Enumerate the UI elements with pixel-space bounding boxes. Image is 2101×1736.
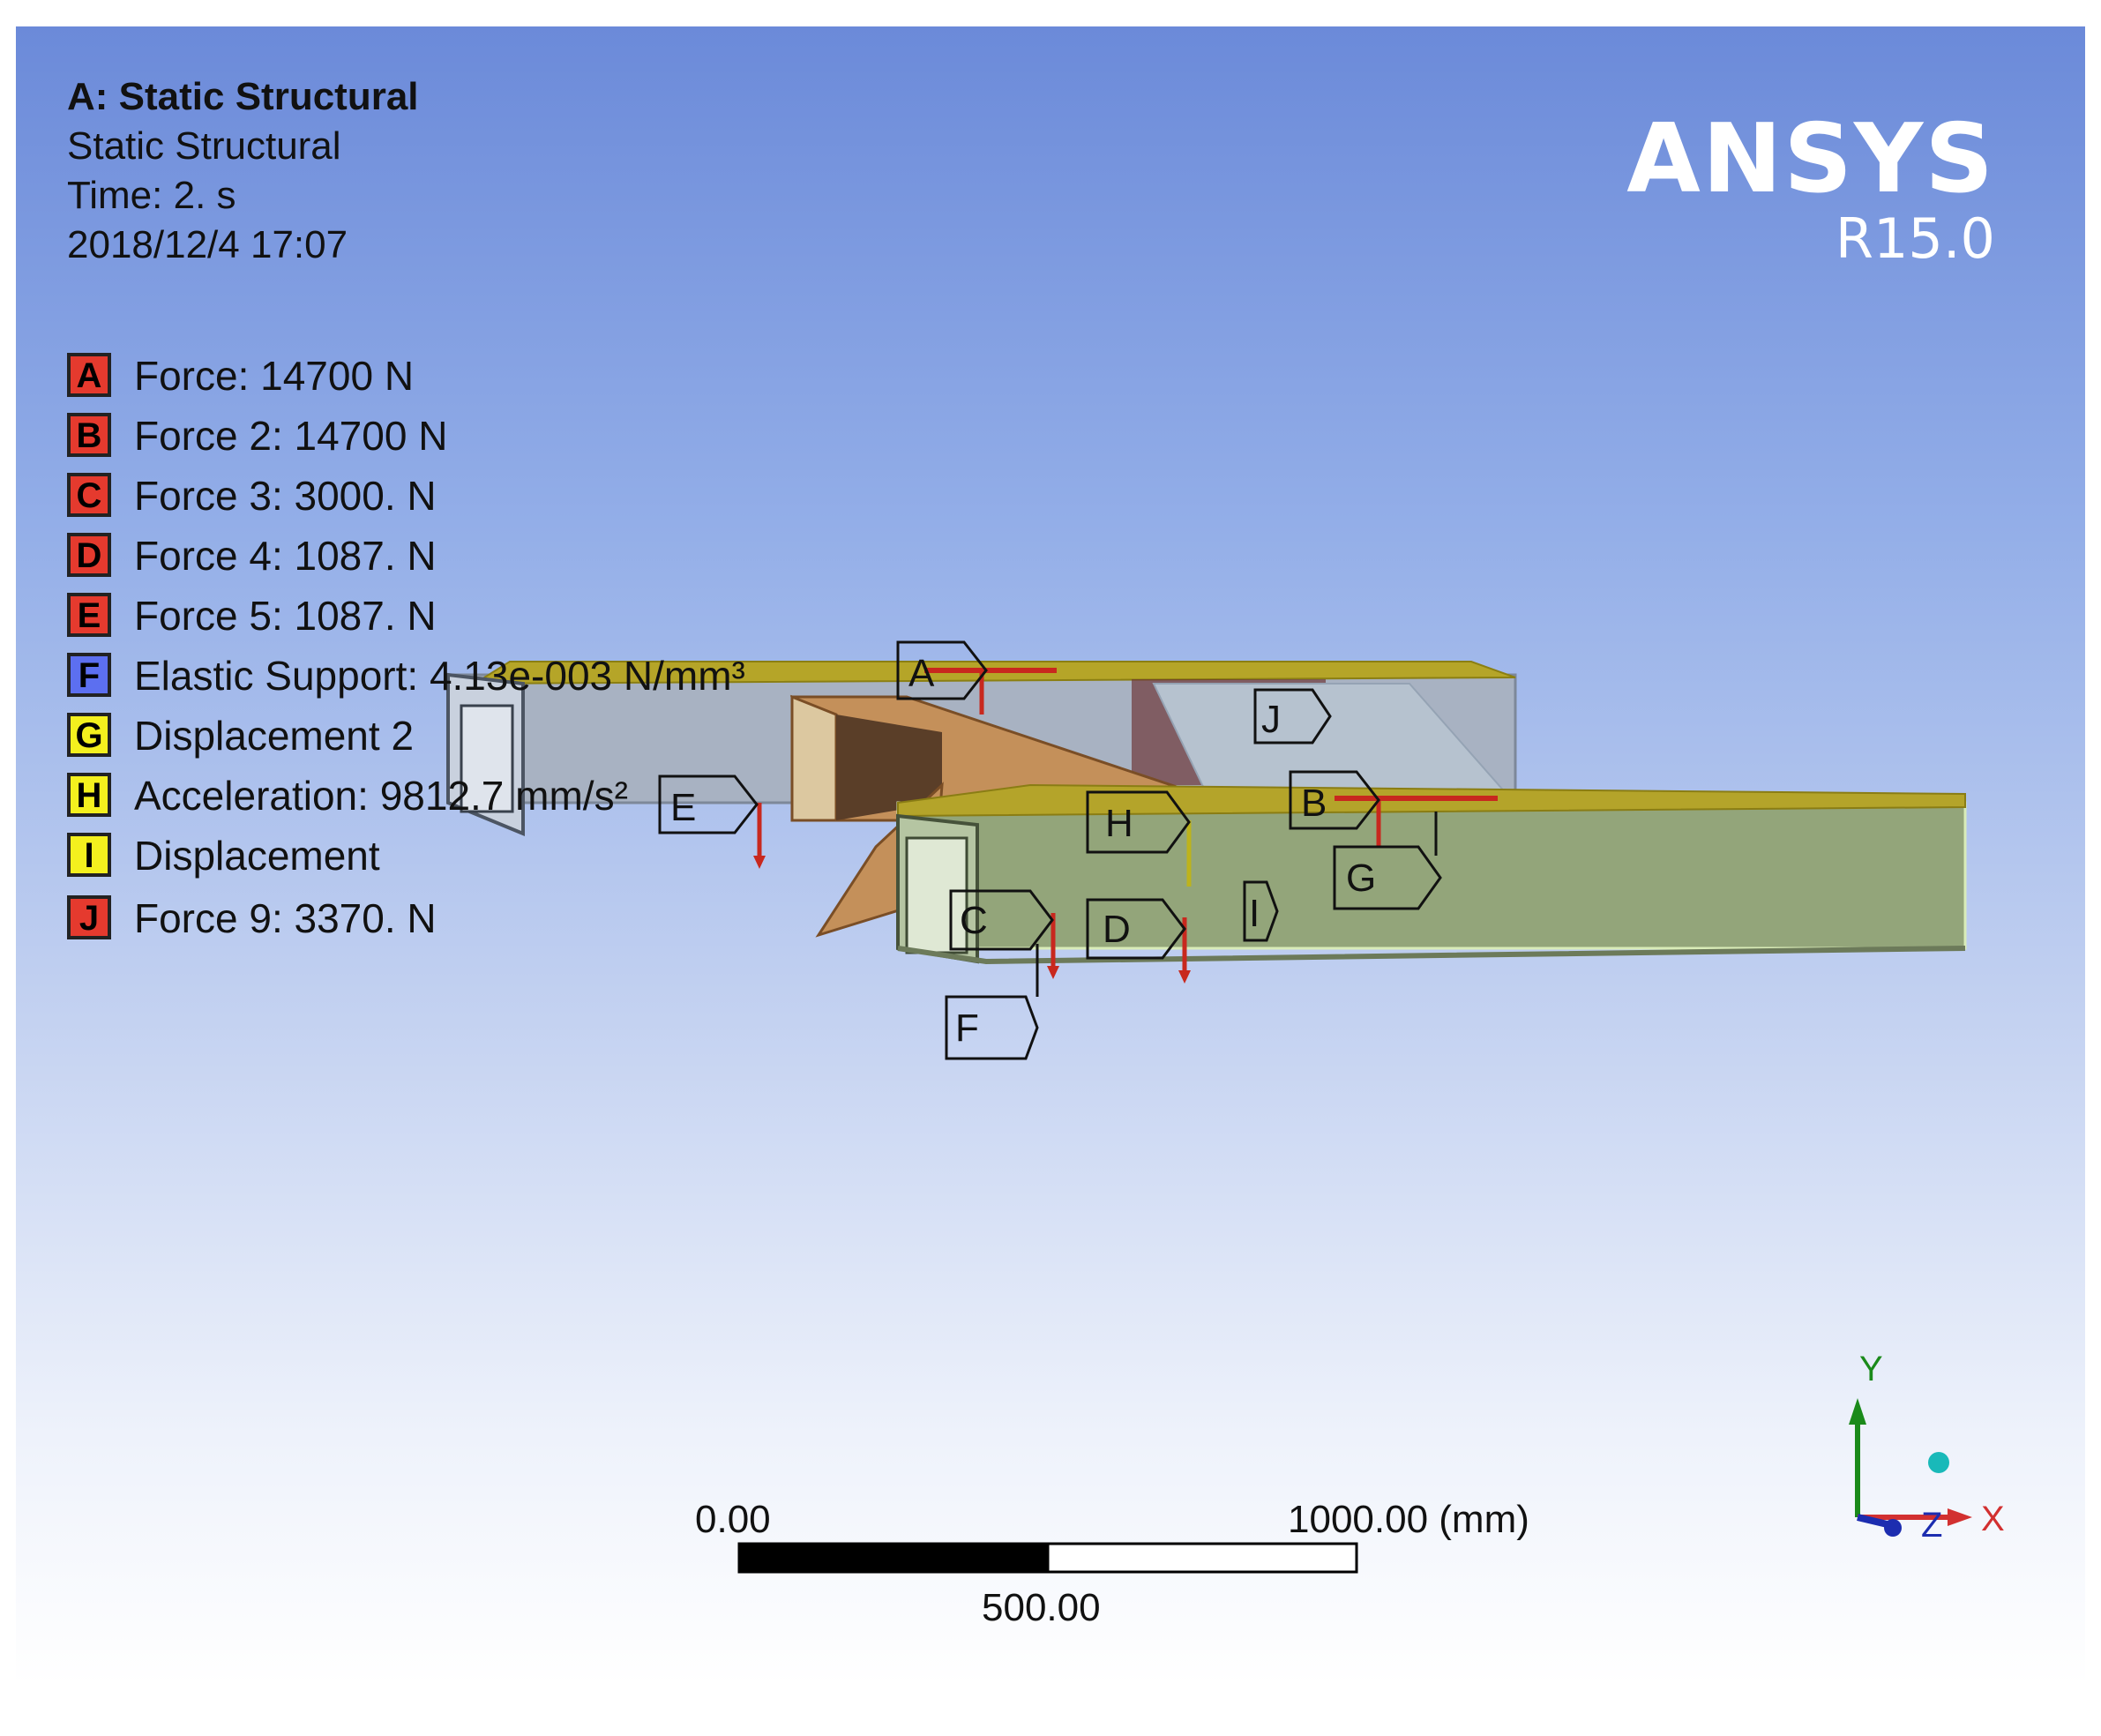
legend-key-d: D: [67, 533, 111, 577]
legend-label-g: Displacement 2: [134, 713, 415, 759]
tag-e[interactable]: E: [658, 774, 759, 834]
legend-label-i: Displacement: [134, 833, 380, 879]
tag-g-label: G: [1346, 857, 1376, 900]
tag-c[interactable]: C: [949, 889, 1054, 951]
scale-bar: [737, 1542, 1358, 1574]
tag-a[interactable]: A: [896, 640, 988, 700]
legend-key-h: H: [67, 773, 111, 817]
z-axis-label: Z: [1921, 1506, 1942, 1545]
legend-label-f: Elastic Support: 4.13e-003 N/mm³: [134, 653, 745, 699]
axis-triad[interactable]: Y X Z: [1849, 1350, 2005, 1545]
tag-i[interactable]: I: [1243, 880, 1279, 942]
ansys-logo: ANSYS R15.0: [1626, 111, 1995, 270]
scale-mid-label: 500.00: [982, 1586, 1101, 1629]
time-label: Time: 2. s: [67, 174, 236, 217]
tag-b[interactable]: B: [1289, 770, 1380, 830]
brand-version: R15.0: [1835, 206, 1995, 271]
tag-h[interactable]: H: [1086, 790, 1191, 854]
scale-start-label: 0.00: [695, 1498, 771, 1541]
legend-label-j: Force 9: 3370. N: [134, 895, 437, 941]
tag-j-label: J: [1261, 698, 1281, 741]
legend-label-d: Force 4: 1087. N: [134, 533, 437, 579]
tag-a-label: A: [908, 652, 935, 695]
tag-f-label: F: [955, 1006, 979, 1050]
tag-f[interactable]: F: [945, 944, 1039, 1060]
brand-name: ANSYS: [1626, 104, 1995, 214]
legend-label-c: Force 3: 3000. N: [134, 473, 437, 519]
y-axis-label: Y: [1859, 1350, 1883, 1388]
tag-b-label: B: [1301, 782, 1327, 825]
legend-key-b: B: [67, 413, 111, 457]
tag-i-label: I: [1249, 892, 1260, 935]
legend-key-e: E: [67, 593, 111, 637]
timestamp: 2018/12/4 17:07: [67, 223, 348, 266]
tag-d-label: D: [1103, 908, 1131, 951]
legend-label-e: Force 5: 1087. N: [134, 593, 437, 639]
x-axis-label: X: [1981, 1500, 2005, 1538]
legend-label-h: Acceleration: 9812.7 mm/s²: [134, 773, 628, 819]
legend-key-f: F: [67, 653, 111, 697]
tag-g[interactable]: G: [1333, 812, 1442, 910]
legend-label-a: Force: 14700 N: [134, 353, 415, 399]
tag-h-label: H: [1105, 802, 1133, 845]
tag-j[interactable]: J: [1253, 688, 1332, 745]
tag-d[interactable]: D: [1086, 898, 1186, 960]
legend-key-j: J: [67, 895, 111, 939]
graphics-viewport[interactable]: A: Static Structural Static Structural T…: [16, 26, 2085, 1685]
legend-key-i: I: [67, 833, 111, 877]
legend-label-b: Force 2: 14700 N: [134, 413, 448, 459]
tag-e-label: E: [670, 786, 696, 829]
legend-key-a: A: [67, 353, 111, 397]
analysis-type: Static Structural: [67, 124, 341, 168]
scale-end-label: 1000.00 (mm): [1288, 1498, 1529, 1541]
model-view[interactable]: A B C D E F G H: [16, 26, 2085, 1685]
legend-key-g: G: [67, 713, 111, 757]
analysis-title: A: Static Structural: [67, 75, 419, 118]
tag-c-label: C: [960, 899, 988, 942]
legend-key-c: C: [67, 473, 111, 517]
